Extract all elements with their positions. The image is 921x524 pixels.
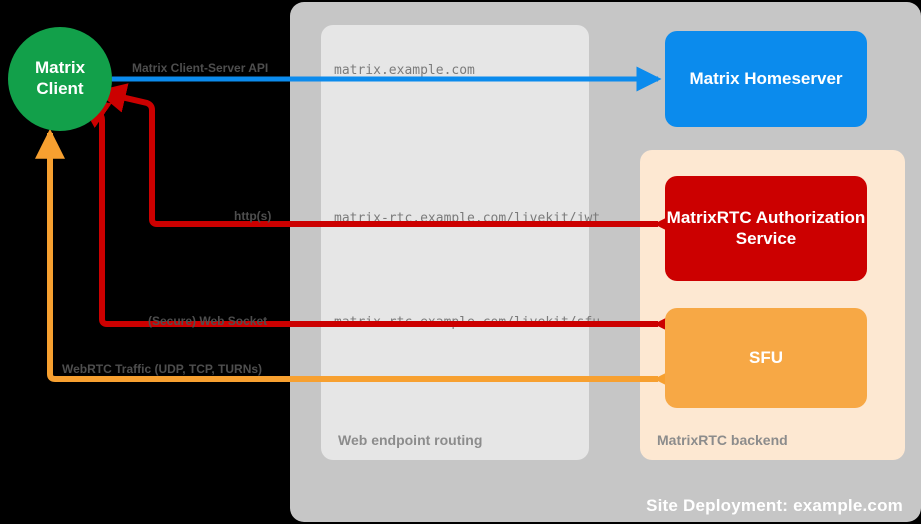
web-endpoint-routing-panel: Web endpoint routing — [321, 25, 589, 460]
matrixrtc-auth-service-label: MatrixRTC Authorization Service — [666, 208, 866, 248]
matrixrtc-backend-label: MatrixRTC backend — [657, 432, 788, 448]
endpoint-label-sfu: matrix-rtc.example.com/livekit/sfu — [334, 315, 601, 330]
protocol-label-matrix-client-server-api: Matrix Client-Server API — [132, 61, 269, 75]
node-matrix-homeserver[interactable]: Matrix Homeserver — [665, 31, 867, 127]
endpoint-label-matrix: matrix.example.com — [334, 63, 475, 78]
node-matrixrtc-authorization-service[interactable]: MatrixRTC Authorization Service — [665, 176, 867, 281]
matrix-homeserver-label: Matrix Homeserver — [689, 68, 843, 88]
web-endpoint-routing-label: Web endpoint routing — [338, 432, 483, 448]
endpoint-label-jwt: matrix-rtc.example.com/livekit/jwt — [334, 211, 601, 226]
sfu-label: SFU — [749, 347, 783, 367]
matrix-client-label-line2: Client — [36, 79, 84, 98]
matrix-client-label-line1: Matrix — [34, 58, 86, 78]
node-sfu[interactable]: SFU — [665, 308, 867, 408]
site-deployment-label: Site Deployment: example.com — [646, 496, 903, 515]
node-matrix-client[interactable]: Matrix Client — [8, 27, 112, 131]
protocol-label-secure-web-socket: (Secure) Web Socket — [148, 314, 268, 328]
protocol-label-webrtc-traffic: WebRTC Traffic (UDP, TCP, TURNs) — [62, 362, 263, 376]
protocol-label-https: http(s) — [234, 209, 272, 223]
